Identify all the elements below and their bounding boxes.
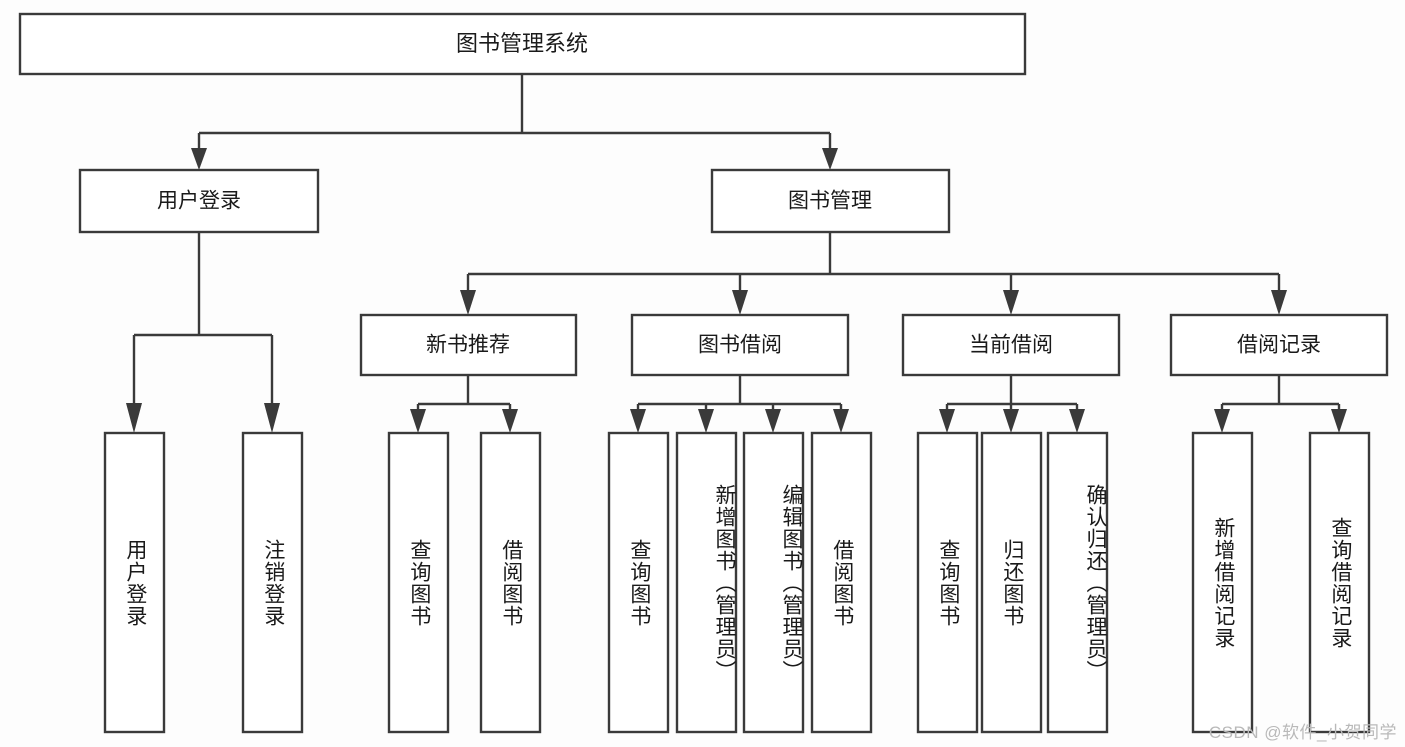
node-leaf-add-record-label: 新增借阅记录 bbox=[1211, 516, 1235, 649]
arrowhead-book-manage bbox=[822, 148, 838, 170]
node-leaf-add-record[interactable] bbox=[1191, 431, 1254, 734]
node-leaf-return-book[interactable] bbox=[980, 431, 1043, 734]
node-leaf-user-logout[interactable] bbox=[241, 431, 304, 734]
arrowhead-leaf-query-book-1 bbox=[410, 409, 426, 433]
node-new-book-recommend[interactable] bbox=[359, 313, 578, 377]
node-leaf-return-book-label: 归还图书 bbox=[1000, 538, 1024, 627]
connector-group-new-book-recommend bbox=[410, 375, 518, 433]
node-leaf-borrow-book-1-label: 借阅图书 bbox=[499, 538, 523, 627]
node-leaf-borrow-book-2-label: 借阅图书 bbox=[830, 538, 854, 627]
connector-group-book-borrow bbox=[630, 375, 849, 433]
arrowhead-user-login bbox=[191, 148, 207, 170]
connector-group-current-borrow bbox=[939, 375, 1085, 433]
node-new-book-recommend-label: 新书推荐 bbox=[426, 334, 510, 357]
node-leaf-query-book-2[interactable] bbox=[607, 431, 670, 734]
node-leaf-confirm-return-label: 确认归还（管理员） bbox=[1084, 483, 1107, 682]
arrowhead-leaf-query-book-2 bbox=[630, 409, 646, 433]
arrowhead-new-book-recommend bbox=[460, 290, 476, 315]
arrowhead-leaf-query-record bbox=[1331, 409, 1347, 433]
node-leaf-query-book-1[interactable] bbox=[387, 431, 450, 734]
node-leaf-query-record[interactable] bbox=[1308, 431, 1371, 734]
node-borrow-record-label: 借阅记录 bbox=[1237, 334, 1321, 357]
node-current-borrow[interactable] bbox=[901, 313, 1121, 377]
connector-group-root bbox=[191, 74, 838, 170]
node-book-manage-label: 图书管理 bbox=[788, 190, 872, 213]
arrowhead-leaf-return-book bbox=[1003, 409, 1019, 433]
arrowhead-book-borrow bbox=[732, 290, 748, 315]
node-book-manage[interactable] bbox=[710, 168, 951, 234]
node-borrow-record[interactable] bbox=[1169, 313, 1389, 377]
node-leaf-query-book-3-label: 查询图书 bbox=[936, 538, 960, 627]
node-leaf-user-logout-label: 注销登录 bbox=[261, 538, 285, 627]
node-leaf-user-login[interactable] bbox=[103, 431, 166, 734]
arrowhead-borrow-record bbox=[1271, 290, 1287, 315]
node-leaf-confirm-return[interactable] bbox=[1046, 431, 1109, 734]
node-leaf-edit-book[interactable] bbox=[742, 431, 805, 734]
node-leaf-add-book[interactable] bbox=[675, 431, 738, 734]
arrowhead-leaf-add-record bbox=[1214, 409, 1230, 433]
node-leaf-add-book-label: 新增图书（管理员） bbox=[713, 483, 736, 682]
node-book-borrow-label: 图书借阅 bbox=[698, 334, 782, 357]
arrowhead-leaf-borrow-book-2 bbox=[833, 409, 849, 433]
node-leaf-query-book-2-label: 查询图书 bbox=[627, 538, 651, 627]
connector-group-borrow-record bbox=[1214, 375, 1347, 433]
node-root-label: 图书管理系统 bbox=[456, 31, 588, 56]
connector-group-book-manage bbox=[460, 232, 1287, 315]
node-user-login-label: 用户登录 bbox=[157, 190, 241, 213]
node-leaf-query-book-3[interactable] bbox=[916, 431, 979, 734]
arrowhead-leaf-query-book-3 bbox=[939, 409, 955, 433]
arrowhead-leaf-confirm-return bbox=[1069, 409, 1085, 433]
arrowhead-current-borrow bbox=[1003, 290, 1019, 315]
node-leaf-borrow-book-2[interactable] bbox=[810, 431, 873, 734]
arrowhead-leaf-borrow-book-1 bbox=[502, 409, 518, 433]
node-leaf-edit-book-label: 编辑图书（管理员） bbox=[780, 483, 803, 682]
node-book-borrow[interactable] bbox=[630, 313, 850, 377]
node-leaf-query-book-1-label: 查询图书 bbox=[407, 538, 431, 627]
arrowhead-leaf-add-book bbox=[698, 409, 714, 433]
node-leaf-user-login-label: 用户登录 bbox=[123, 538, 147, 627]
node-root[interactable] bbox=[18, 12, 1027, 76]
csdn-watermark: CSDN @软件_小贺同学 bbox=[1208, 723, 1397, 742]
node-current-borrow-label: 当前借阅 bbox=[969, 334, 1053, 357]
arrowhead-leaf-user-logout bbox=[264, 403, 280, 433]
node-leaf-borrow-book-1[interactable] bbox=[479, 431, 542, 734]
connector-group-user-login bbox=[126, 232, 280, 433]
node-leaf-query-record-label: 查询借阅记录 bbox=[1328, 516, 1352, 649]
arrowhead-leaf-edit-book bbox=[765, 409, 781, 433]
node-user-login[interactable] bbox=[78, 168, 320, 234]
arrowhead-leaf-user-login bbox=[126, 403, 142, 433]
